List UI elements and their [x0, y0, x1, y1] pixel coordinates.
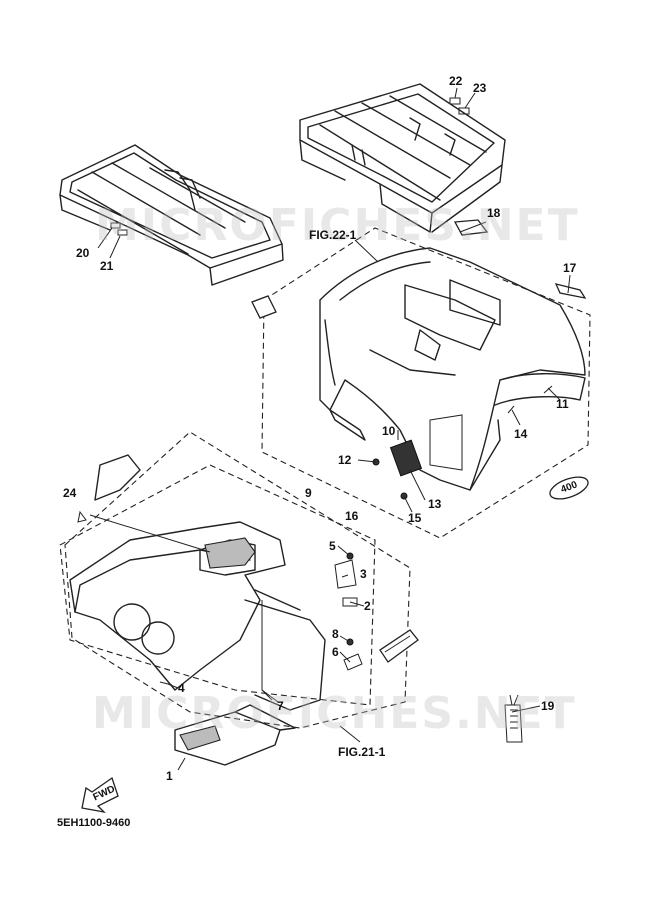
part-24-cover — [94, 454, 141, 501]
rear-carrier-rack — [299, 83, 506, 233]
callout-8: 8 — [332, 627, 339, 641]
callout-19: 19 — [541, 699, 555, 713]
callout-5: 5 — [329, 539, 336, 553]
callout-23: 23 — [473, 81, 487, 95]
emblem-400 — [549, 476, 589, 500]
part-1-cover — [174, 704, 296, 766]
part-code: 5EH1100-9460 — [57, 817, 131, 829]
callout-4: 4 — [178, 681, 185, 695]
part-6 — [343, 653, 363, 671]
clip-24 — [77, 510, 87, 523]
front-emblem — [379, 629, 419, 663]
callout-17: 17 — [563, 261, 577, 275]
leader-lines — [167, 221, 571, 771]
rod-7 — [261, 600, 273, 701]
rear-fender-group-box — [261, 227, 591, 539]
decal-20 — [110, 222, 121, 229]
bracket-3 — [334, 559, 357, 589]
callout-2: 2 — [364, 599, 371, 613]
callout-14: 14 — [514, 427, 528, 441]
watermark-bottom: MICROFICHES.NET — [92, 688, 577, 739]
callout-12: 12 — [338, 453, 352, 467]
bracket — [429, 414, 463, 471]
fuel-cap-cover — [204, 537, 256, 569]
part-2 — [342, 597, 358, 607]
callout-9: 9 — [305, 486, 312, 500]
callout-16: 16 — [345, 509, 359, 523]
callout-22: 22 — [449, 74, 463, 88]
front-fender-inner-box — [59, 464, 376, 706]
callout-13: 13 — [428, 497, 442, 511]
callout-20: 20 — [76, 246, 90, 260]
callout-3: 3 — [360, 567, 367, 581]
decal-17 — [554, 283, 587, 299]
front-fender-group-box — [64, 431, 411, 729]
callout-6: 6 — [332, 645, 339, 659]
plate-13 — [389, 439, 423, 477]
callout-18: 18 — [487, 206, 501, 220]
callout-11: 11 — [556, 397, 569, 411]
decal-23 — [458, 107, 470, 115]
watermark-top: MICROFICHES.NET — [95, 200, 580, 251]
callout-15: 15 — [408, 511, 422, 525]
front-fender — [69, 521, 326, 711]
rear-fender — [319, 247, 586, 491]
tag-19 — [504, 694, 523, 743]
callout-24: 24 — [63, 486, 77, 500]
side-decal — [251, 295, 277, 319]
fwd-arrow — [81, 776, 119, 814]
fig-ref-front: FIG.21-1 — [338, 745, 386, 759]
fig-ref-rear: FIG.22-1 — [309, 228, 357, 242]
decal-22 — [449, 97, 461, 105]
callout-21: 21 — [100, 259, 114, 273]
front-carrier-rack — [59, 144, 284, 286]
callout-1: 1 — [166, 769, 173, 783]
clips-11-14 — [507, 385, 553, 414]
callout-7: 7 — [277, 699, 284, 713]
decal-21 — [117, 229, 128, 236]
callout-10: 10 — [382, 424, 396, 438]
